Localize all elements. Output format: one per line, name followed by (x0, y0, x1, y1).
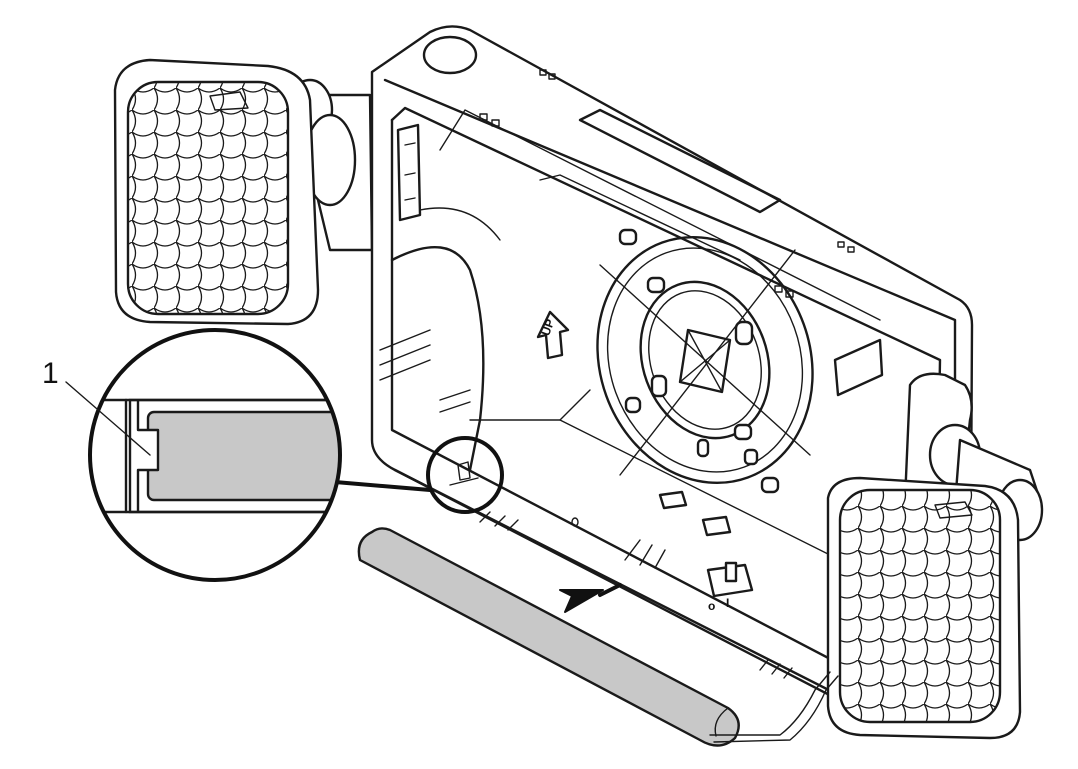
callout-label: 1 (42, 357, 59, 390)
up-orientation-label: UP (538, 317, 557, 337)
connector-terminals (571, 490, 732, 569)
switch-label-off: o (708, 599, 715, 613)
left-lens-grid (128, 82, 288, 314)
left-lamp-head (113, 58, 374, 326)
callout-1: 1 (42, 357, 151, 456)
circular-mount-grille (596, 228, 814, 494)
removal-arrow-icon (559, 583, 622, 613)
battery-pack-icon (357, 527, 839, 747)
right-lens-grid (840, 490, 1000, 722)
callout-leader-line (65, 381, 151, 456)
magnifier-detail-icon (88, 328, 342, 582)
detail-location-circle (426, 436, 504, 514)
up-arrow-icon: UP (536, 310, 570, 360)
magnifier-leader-line (333, 480, 432, 492)
switch-label-on: I (726, 596, 729, 610)
on-off-switch: o I (706, 561, 754, 613)
right-lamp-head (826, 372, 1044, 740)
